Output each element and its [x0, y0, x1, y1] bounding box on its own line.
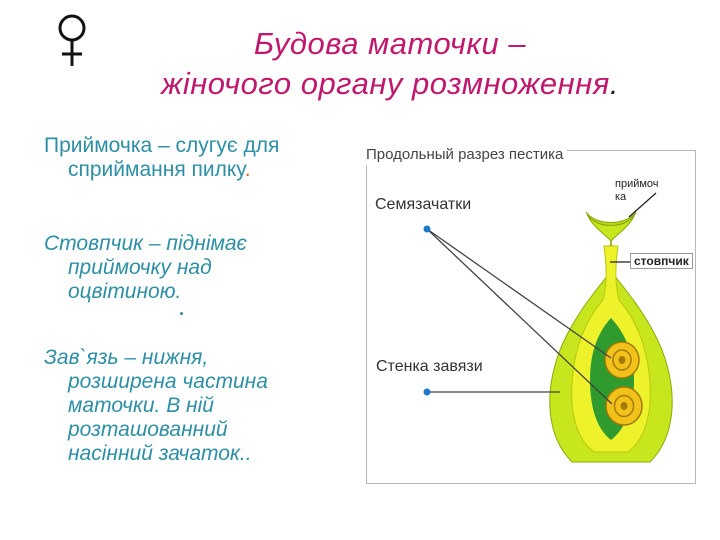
pointer-stigma [628, 192, 657, 218]
title-dot: . [609, 66, 619, 101]
label-stigma-line-1: приймоч [615, 178, 659, 190]
pointer-ovules-lower [426, 228, 613, 405]
stray-dot [180, 312, 183, 315]
stigma-lobes [585, 211, 637, 226]
definition-stigma-dot: . [244, 158, 251, 181]
definition-ovary-line-4: розташованний [68, 418, 228, 441]
marker-wall [423, 388, 431, 396]
label-stigma-line-2: ка [615, 191, 627, 203]
label-ovules: Семязачатки [375, 196, 472, 213]
definition-stigma-line-2-wrap: сприймання пилку. [44, 158, 279, 182]
definition-ovary-line-1: Зав`язь – нижня, [44, 346, 209, 369]
diagram-title: Продольный разрез пестика [362, 145, 568, 165]
label-ovary-wall: Стенка завязи [376, 358, 483, 375]
definition-ovary-line-3: маточки. В ній [68, 394, 214, 417]
pointer-ovules-upper [426, 228, 612, 359]
definition-style-line-3: оцвітиною. [68, 280, 182, 303]
label-stigma: приймоч ка [615, 178, 659, 204]
marker-ovules [423, 225, 431, 233]
definition-style-line-2: приймочку над [68, 256, 212, 279]
definition-style-line-1: Стовпчик – піднімає [44, 232, 247, 255]
definition-stigma-line-2: сприймання пилку [68, 158, 245, 181]
title-line-2-text: жіночого органу розмноження [161, 66, 610, 101]
definition-ovary-line-2: розширена частина [68, 370, 268, 393]
definition-stigma: Приймочка – слугує для сприймання пилку. [44, 134, 279, 182]
definition-stigma-line-1: Приймочка – слугує для [44, 134, 280, 157]
definition-style: Стовпчик – піднімає приймочку над оцвіти… [44, 232, 247, 304]
female-symbol-icon [58, 14, 86, 66]
definition-ovary: Зав`язь – нижня, розширена частина маточ… [44, 346, 268, 466]
ovule-upper [604, 341, 640, 379]
definition-ovary-line-5: насінний зачаток.. [68, 442, 252, 465]
title-line-1: Будова маточки – [253, 26, 527, 61]
title-line-2: жіночого органу розмноження. [70, 64, 710, 104]
label-style: стовпчик [630, 253, 693, 269]
ovule-lower [605, 386, 643, 426]
page-title: Будова маточки – жіночого органу розмнож… [70, 24, 710, 104]
